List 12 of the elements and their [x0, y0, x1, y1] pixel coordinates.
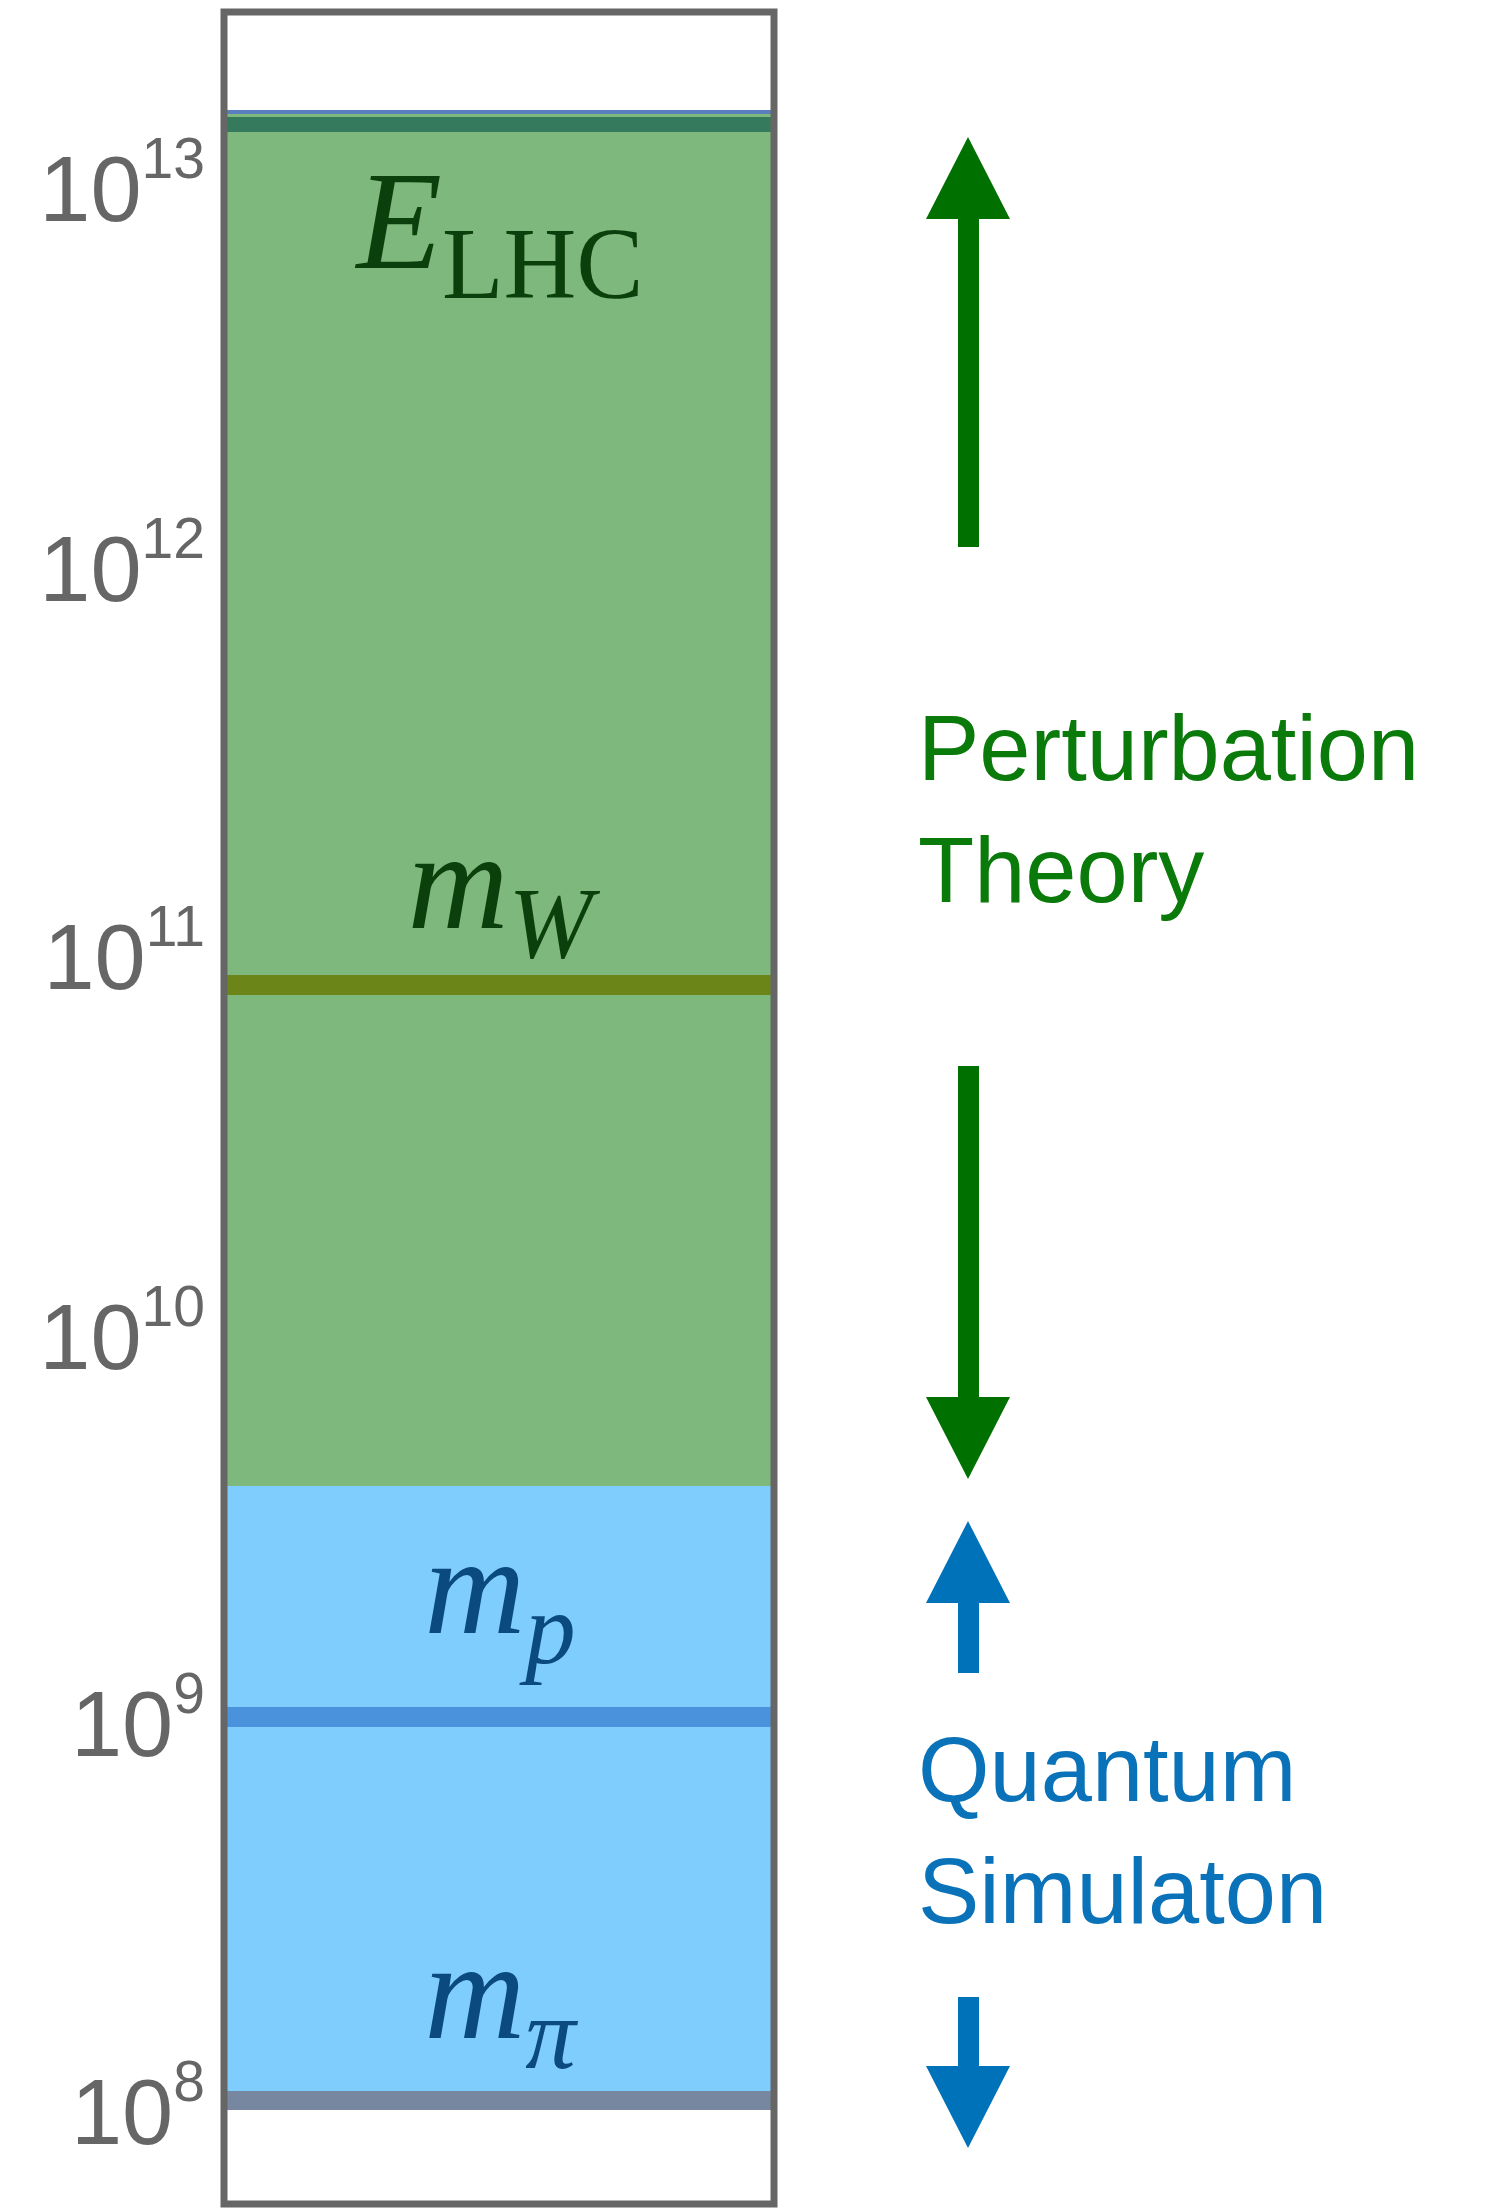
axis-tick-label: 10$^{9}$ [69, 1660, 205, 1777]
region-label: Perturbation Theory [918, 696, 1421, 923]
region-label: Quantum Simulaton [918, 1717, 1329, 1944]
axis-tick-label: 10$^{8}$ [69, 2048, 205, 2165]
axis-tick-label: 10$^{11}$ [42, 893, 205, 1010]
scale-label: m$_{π}$ [423, 1912, 579, 2093]
axis-tick-label: 10$^{12}$ [38, 505, 205, 622]
axis-tick-label: 10$^{13}$ [38, 125, 205, 242]
scale-label: E$_{LHC}$ [354, 142, 645, 323]
scale-label: m$_{p}$ [423, 1507, 577, 1688]
axis-tick-label: 10$^{10}$ [38, 1273, 205, 1390]
scale-label: m$_{W}$ [230, 800, 770, 983]
